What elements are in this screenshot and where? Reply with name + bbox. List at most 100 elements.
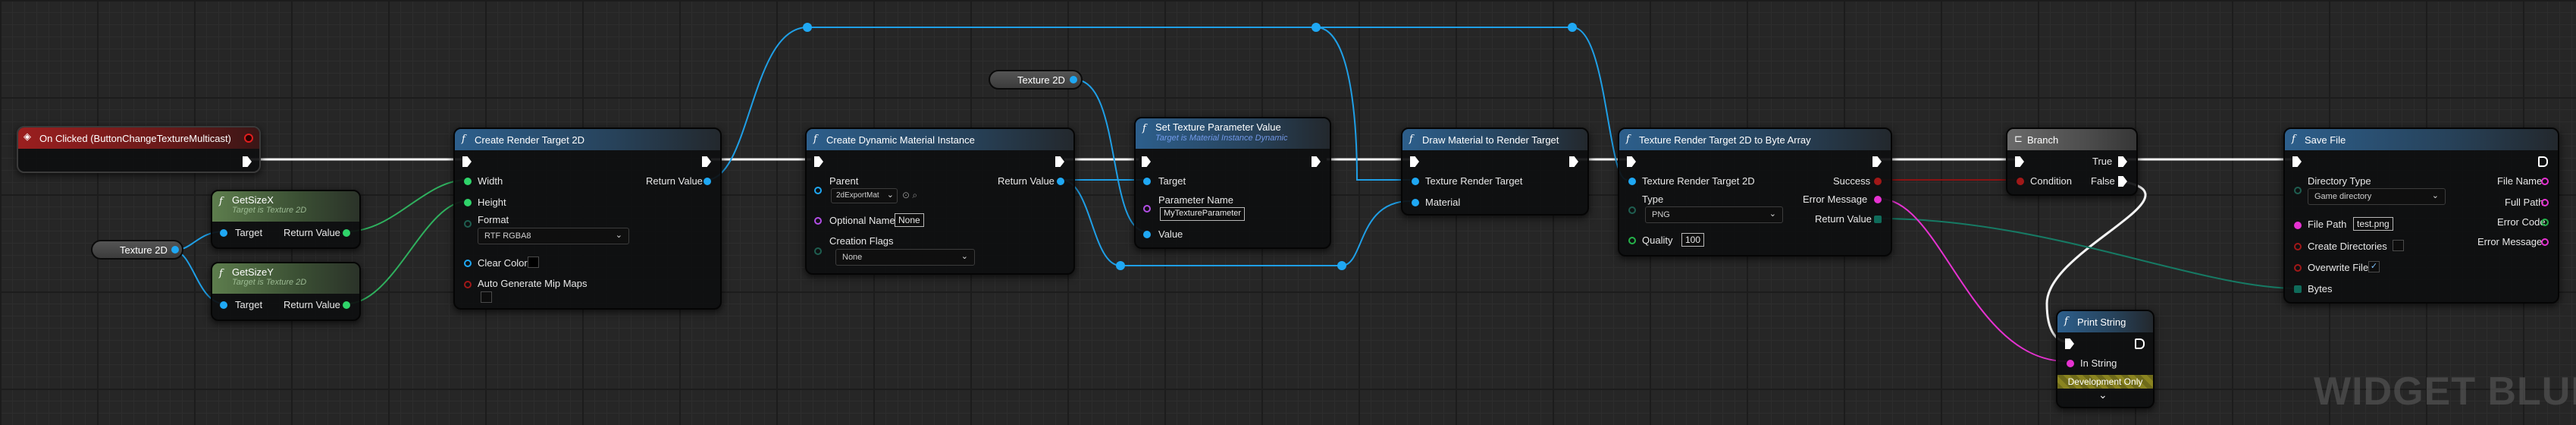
reroute-knot[interactable] [1337, 261, 1346, 270]
exec-in-pin[interactable] [2292, 156, 2302, 167]
quality-pin[interactable] [1628, 237, 1636, 244]
texture2d-variable-node[interactable]: Texture 2D [91, 240, 183, 260]
parameter-name-pin[interactable] [1143, 205, 1151, 212]
clear-color-swatch[interactable] [528, 257, 539, 268]
reroute-knot[interactable] [1568, 23, 1577, 32]
texture-render-target-label: Texture Render Target [1425, 175, 1523, 187]
error-message-pin[interactable] [1874, 196, 1882, 203]
exec-out-pin[interactable] [1872, 156, 1882, 167]
node-header: ⊏ Branch [2007, 129, 2136, 150]
creation-flags-dropdown[interactable]: None ⌄ [835, 249, 975, 266]
false-exec-pin[interactable] [2118, 176, 2127, 187]
print-string-node[interactable]: f Print String In String Development Onl… [2056, 310, 2155, 408]
format-dropdown[interactable]: RTF RGBA8 ⌄ [478, 228, 629, 244]
reroute-knot[interactable] [1312, 23, 1321, 32]
exec-in-pin[interactable] [814, 156, 823, 167]
directory-type-pin[interactable] [2294, 187, 2302, 194]
save-file-node[interactable]: f Save File Directory Type Game director… [2283, 128, 2559, 304]
exec-in-pin[interactable] [1142, 156, 1151, 167]
success-pin[interactable] [1874, 178, 1882, 185]
return-int-pin[interactable] [343, 229, 350, 237]
target-pin[interactable] [220, 229, 227, 237]
draw-material-to-render-target-node[interactable]: f Draw Material to Render Target Texture… [1401, 128, 1589, 216]
create-directories-checkbox[interactable] [2393, 240, 2404, 251]
parameter-name-input[interactable]: MyTextureParameter [1160, 207, 1246, 221]
get-size-y-node[interactable]: f GetSizeY Target is Texture 2D Target R… [211, 262, 361, 321]
quality-input[interactable]: 100 [1681, 233, 1705, 247]
creation-flags-label: Creation Flags [829, 235, 894, 247]
create-dynamic-material-instance-node[interactable]: f Create Dynamic Material Instance Paren… [805, 128, 1075, 275]
clear-color-pin[interactable] [464, 260, 472, 267]
exec-out-pin[interactable] [1569, 156, 1578, 167]
branch-node[interactable]: ⊏ Branch True Condition False [2006, 128, 2138, 196]
width-pin[interactable] [464, 178, 472, 185]
success-label: Success [1833, 175, 1871, 187]
graph-type-watermark: WIDGET BLUE [2314, 370, 2576, 414]
auto-mips-checkbox[interactable] [481, 291, 492, 303]
return-int-pin[interactable] [343, 301, 350, 309]
material-pin[interactable] [1412, 199, 1419, 206]
target-pin[interactable] [1143, 178, 1151, 185]
bytes-pin[interactable] [2294, 285, 2302, 293]
exec-out-pin[interactable] [702, 156, 711, 167]
texture-render-target-pin[interactable] [1412, 178, 1419, 185]
type-dropdown[interactable]: PNG ⌄ [1645, 206, 1783, 223]
event-on-clicked-node[interactable]: ◈ On Clicked (ButtonChangeTextureMultica… [17, 126, 261, 173]
parent-asset-picker[interactable]: 2dExportMat ⌄ [831, 188, 898, 203]
target-pin[interactable] [220, 301, 227, 309]
reroute-knot[interactable] [803, 23, 812, 32]
error-message-pin[interactable] [2541, 238, 2549, 246]
create-render-target-2d-node[interactable]: f Create Render Target 2D Width Return V… [453, 128, 722, 310]
optional-name-pin[interactable] [814, 217, 822, 225]
exec-in-pin[interactable] [2015, 156, 2024, 167]
texture-render-target-to-byte-array-node[interactable]: f Texture Render Target 2D to Byte Array… [1618, 128, 1892, 257]
file-path-input[interactable]: test.png [2353, 217, 2393, 231]
texture-out-pin[interactable] [171, 246, 179, 253]
return-mid-pin[interactable] [1057, 178, 1064, 185]
bytes-wire [1879, 218, 2298, 289]
reroute-knot[interactable] [1116, 261, 1125, 270]
use-asset-icon[interactable]: ⊙ ⌕ [902, 190, 918, 200]
file-name-pin[interactable] [2541, 178, 2549, 185]
parent-pin[interactable] [814, 187, 822, 194]
exec-out-pin[interactable] [1312, 156, 1321, 167]
exec-in-pin[interactable] [1627, 156, 1636, 167]
directory-type-dropdown[interactable]: Game directory ⌄ [2308, 188, 2446, 205]
return-bytes-pin[interactable] [1874, 216, 1882, 223]
exec-out-pin[interactable] [2538, 156, 2548, 167]
file-path-pin[interactable] [2294, 222, 2302, 229]
exec-out-pin[interactable] [2135, 338, 2145, 349]
exec-out-pin[interactable] [243, 156, 252, 167]
delegate-pin[interactable] [244, 134, 253, 143]
creation-flags-pin[interactable] [814, 247, 822, 255]
full-path-pin[interactable] [2541, 199, 2549, 206]
height-pin[interactable] [464, 199, 472, 206]
create-directories-pin[interactable] [2294, 243, 2302, 250]
auto-mips-pin[interactable] [464, 281, 472, 288]
exec-out-pin[interactable] [1055, 156, 1064, 167]
exec-in-pin[interactable] [462, 156, 472, 167]
overwrite-file-pin[interactable] [2294, 264, 2302, 272]
optional-name-input[interactable]: None [895, 213, 924, 227]
get-size-x-node[interactable]: f GetSizeX Target is Texture 2D Target R… [211, 190, 361, 249]
condition-pin[interactable] [2017, 178, 2024, 185]
return-rt-pin[interactable] [704, 178, 711, 185]
set-texture-parameter-value-node[interactable]: f Set Texture Parameter Value Target is … [1134, 117, 1331, 249]
in-string-pin[interactable] [2067, 360, 2074, 367]
int-wire [346, 179, 468, 232]
expand-chevron-icon[interactable]: ⌄ [2098, 389, 2107, 401]
true-exec-pin[interactable] [2118, 156, 2127, 167]
texture-rt-pin[interactable] [1628, 178, 1636, 185]
exec-in-pin[interactable] [1410, 156, 1419, 167]
format-pin[interactable] [464, 220, 472, 228]
error-code-pin[interactable] [2541, 219, 2549, 226]
exec-in-pin[interactable] [2065, 338, 2074, 349]
texture-out-pin[interactable] [1070, 76, 1077, 83]
node-header: f Texture Render Target 2D to Byte Array [1619, 129, 1891, 150]
texture2d-variable-node-top[interactable]: Texture 2D [989, 70, 1083, 90]
value-pin[interactable] [1143, 231, 1151, 238]
node-title: Create Render Target 2D [475, 134, 585, 146]
type-pin[interactable] [1628, 206, 1636, 214]
overwrite-file-checkbox[interactable]: ✓ [2368, 261, 2380, 272]
